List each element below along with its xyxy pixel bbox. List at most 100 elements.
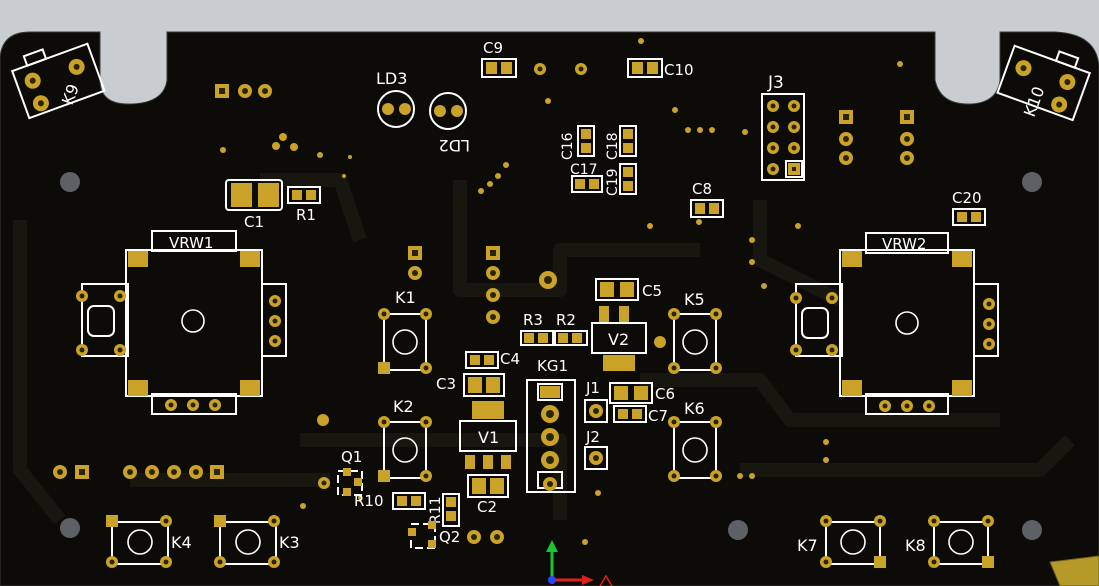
c20-capacitor xyxy=(952,208,986,226)
pad-isolated xyxy=(317,414,329,426)
label-c5: C5 xyxy=(642,282,662,300)
label-r10: R10 xyxy=(354,492,384,510)
k1-button xyxy=(378,308,432,374)
label-ld2: LD2 xyxy=(439,136,470,155)
c7-capacitor xyxy=(613,405,647,423)
pad-center-big xyxy=(539,271,557,289)
k5-button xyxy=(668,308,722,374)
label-k6: K6 xyxy=(684,399,705,418)
c2-capacitor xyxy=(467,474,509,498)
vias-cluster xyxy=(272,133,298,151)
v2-regulator xyxy=(591,306,647,371)
label-c20: C20 xyxy=(952,189,982,207)
kg1-connector xyxy=(526,379,576,493)
label-c17: C17 xyxy=(570,162,598,178)
q2-transistor xyxy=(408,521,436,549)
label-j2: J2 xyxy=(585,428,600,446)
c8-capacitor xyxy=(690,199,724,218)
label-j1: J1 xyxy=(585,379,600,397)
k2-button xyxy=(378,416,432,482)
c1-capacitor xyxy=(225,179,283,211)
q1-transistor xyxy=(318,468,363,496)
vrw1-joystick xyxy=(76,230,287,415)
c19-capacitor xyxy=(619,163,637,195)
k9-switch xyxy=(10,42,106,120)
pad-v2-right xyxy=(654,336,666,348)
j2-pad xyxy=(584,446,608,470)
k3-button xyxy=(214,515,280,568)
c16-capacitor xyxy=(577,125,595,157)
label-c16: C16 xyxy=(560,132,576,160)
label-vrw1: VRW1 xyxy=(169,234,213,252)
label-r1: R1 xyxy=(296,206,316,224)
ld3-led xyxy=(377,90,415,128)
label-k3: K3 xyxy=(279,533,300,552)
label-v1: V1 xyxy=(478,428,499,447)
vias xyxy=(220,38,903,545)
label-k2: K2 xyxy=(393,397,414,416)
r1-resistor xyxy=(287,186,321,204)
k8-button xyxy=(928,515,994,568)
pads-bottom-center xyxy=(467,530,504,544)
k4-button xyxy=(106,515,172,568)
pcb-board xyxy=(0,31,1099,586)
label-c7: C7 xyxy=(648,407,668,425)
label-vrw2: VRW2 xyxy=(882,235,926,253)
r2-resistor xyxy=(554,330,588,346)
j1-pad xyxy=(584,399,608,423)
c3-capacitor xyxy=(463,373,505,397)
label-c1: C1 xyxy=(244,213,264,231)
label-j3: J3 xyxy=(767,73,784,93)
header-right-b xyxy=(900,110,914,165)
c6-capacitor xyxy=(609,382,653,404)
label-c19: C19 xyxy=(605,168,621,196)
header-left-2pin xyxy=(53,465,89,479)
axis-triad-icon[interactable] xyxy=(546,540,613,586)
label-c4: C4 xyxy=(500,350,520,368)
label-k4: K4 xyxy=(171,533,192,552)
label-v2: V2 xyxy=(608,330,629,349)
c18-capacitor xyxy=(619,125,637,157)
j3-header xyxy=(761,93,805,181)
r10-resistor xyxy=(392,492,426,510)
c17-capacitor xyxy=(571,175,603,193)
label-r3: R3 xyxy=(523,311,543,329)
label-c6: C6 xyxy=(655,385,675,403)
label-kg1: KG1 xyxy=(537,357,568,375)
label-q1: Q1 xyxy=(341,448,362,466)
header-right-a xyxy=(839,110,853,165)
label-c18: C18 xyxy=(605,132,621,160)
label-k5: K5 xyxy=(684,290,705,309)
label-r2: R2 xyxy=(556,311,576,329)
mounting-holes xyxy=(60,172,1042,540)
c5-capacitor xyxy=(595,278,639,301)
c4-capacitor xyxy=(465,351,499,369)
header-left-5pin xyxy=(123,465,224,479)
r11-resistor xyxy=(442,493,460,527)
c10-capacitor xyxy=(627,58,663,78)
label-ld3: LD3 xyxy=(376,69,407,88)
k6-button xyxy=(668,416,722,482)
label-k8: K8 xyxy=(905,536,926,555)
label-c9: C9 xyxy=(483,39,503,57)
label-q2: Q2 xyxy=(439,528,460,546)
header-top-left xyxy=(215,84,272,98)
r3-resistor xyxy=(520,330,554,346)
header-center-left xyxy=(408,246,422,280)
header-center-right xyxy=(486,246,500,324)
k7-button xyxy=(820,515,886,568)
label-c10: C10 xyxy=(664,61,694,79)
vrw2-joystick xyxy=(790,232,999,415)
k10-switch xyxy=(996,44,1092,122)
ld2-led xyxy=(429,92,467,130)
label-c8: C8 xyxy=(692,180,712,198)
label-k1: K1 xyxy=(395,288,416,307)
label-c2: C2 xyxy=(477,498,497,516)
label-r11: R11 xyxy=(428,496,444,524)
view-cube-icon[interactable] xyxy=(1049,555,1099,586)
v1-regulator xyxy=(459,401,517,469)
label-k7: K7 xyxy=(797,536,818,555)
label-c3: C3 xyxy=(436,375,456,393)
